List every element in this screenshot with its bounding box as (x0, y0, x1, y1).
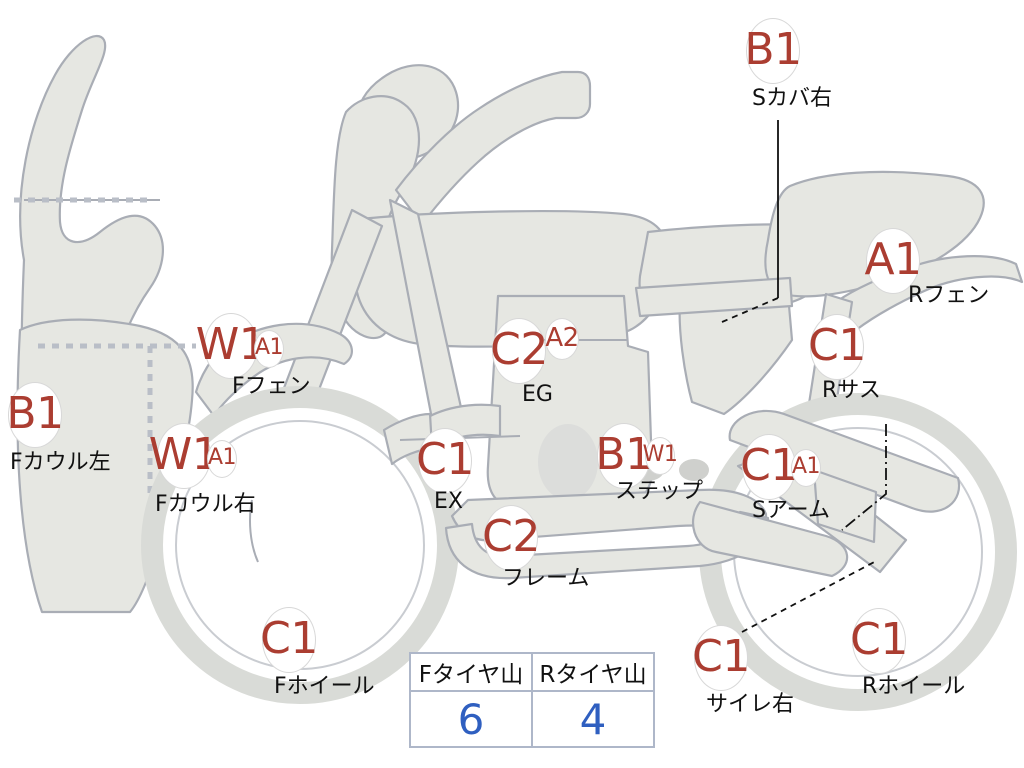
cowl-divider-dots (14, 197, 196, 498)
callout-grade-r-fender[interactable]: A1 (864, 228, 922, 294)
rear-fender (834, 255, 1024, 332)
leader-swingarm (841, 424, 887, 531)
callout-caption-exhaust: EX (434, 489, 463, 514)
callout-grade-step[interactable]: B1 (595, 423, 653, 489)
callout-grade-exhaust[interactable]: C1 (416, 428, 474, 494)
swing-arm-upper (728, 409, 961, 513)
callout-grade-r-suspension[interactable]: C1 (808, 314, 866, 380)
subframe-rail (634, 276, 794, 318)
callout-grade-engine[interactable]: C2 (490, 318, 548, 384)
callout-caption-f-cowl-right: Fカウル右 (155, 492, 256, 517)
callout-sub-step[interactable]: W1 (643, 437, 678, 475)
value-rear-tire: 4 (531, 690, 655, 748)
callout-grade-f-cowl-left[interactable]: B1 (6, 382, 64, 448)
callout-caption-engine: EG (522, 382, 553, 407)
callout-caption-side-cover-r: Sカバ右 (752, 86, 832, 111)
header-rear-tire: Rタイヤ山 (531, 652, 655, 692)
handlebar (394, 70, 592, 226)
callout-grade-silencer-r[interactable]: C1 (692, 625, 750, 691)
callout-caption-f-fender: Fフェン (232, 374, 311, 399)
callout-sub-f-fender[interactable]: A1 (254, 330, 284, 368)
callout-grade-f-cowl-right[interactable]: W1 (149, 423, 220, 489)
callout-grade-r-wheel[interactable]: C1 (850, 608, 908, 674)
callout-caption-f-wheel: Fホイール (274, 674, 375, 699)
callout-caption-step: ステップ (615, 479, 704, 504)
footpeg-right (679, 459, 709, 481)
callout-caption-r-fender: Rフェン (908, 283, 990, 308)
table-header-row: Fタイヤ山 Rタイヤ山 (409, 652, 655, 692)
table-value-row: 6 4 (409, 690, 655, 748)
callout-sub-swing-arm[interactable]: A1 (791, 449, 821, 487)
callout-grade-side-cover-r[interactable]: B1 (744, 18, 802, 84)
leader-silencer (741, 559, 879, 633)
callout-caption-silencer-r: サイレ右 (706, 692, 795, 717)
callout-caption-r-wheel: Rホイール (862, 674, 966, 699)
callout-caption-f-cowl-left: Fカウル左 (10, 450, 111, 475)
callout-grade-swing-arm[interactable]: C1 (740, 434, 798, 500)
header-front-tire: Fタイヤ山 (409, 652, 533, 692)
callout-caption-swing-arm: Sアーム (752, 498, 830, 523)
callout-grade-frame[interactable]: C2 (482, 505, 540, 571)
tire-tread-table: Fタイヤ山 Rタイヤ山 6 4 (409, 652, 655, 748)
callout-caption-r-suspension: Rサス (822, 378, 881, 403)
callout-caption-frame: フレーム (502, 566, 590, 591)
swing-arm-pivot (812, 468, 878, 544)
callout-sub-engine[interactable]: A2 (545, 318, 579, 360)
value-front-tire: 6 (409, 690, 533, 748)
silencer (691, 500, 849, 578)
callout-grade-f-wheel[interactable]: C1 (260, 607, 318, 673)
engine-cover-circle (538, 424, 598, 500)
callout-grade-f-fender[interactable]: W1 (196, 313, 267, 379)
callout-sub-f-cowl-right[interactable]: A1 (207, 440, 237, 478)
